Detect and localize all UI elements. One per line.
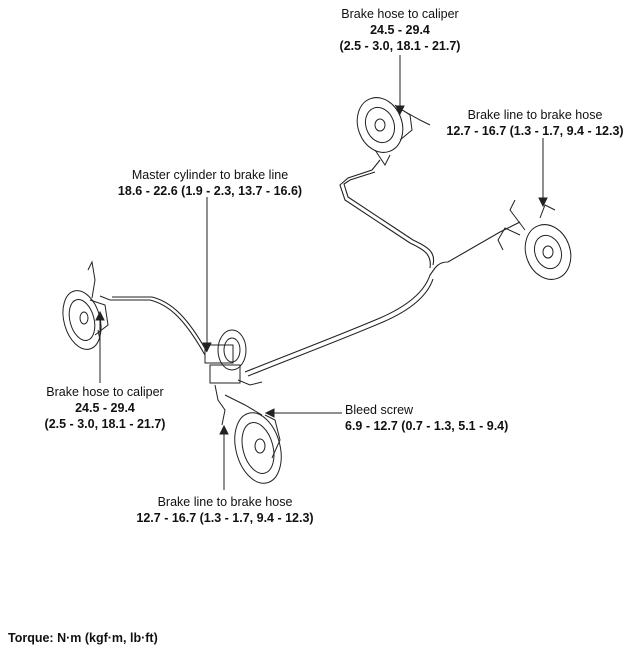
callout-title: Brake line to brake hose bbox=[467, 108, 603, 122]
callout-torque: 6.9 - 12.7 (0.7 - 1.3, 5.1 - 9.4) bbox=[345, 419, 509, 433]
callout-torque-alt: (2.5 - 3.0, 18.1 - 21.7) bbox=[44, 417, 166, 431]
callout-front-left-hose: Brake hose to caliper 24.5 - 29.4 (2.5 -… bbox=[10, 384, 200, 432]
callout-torque-alt: (2.5 - 3.0, 18.1 - 21.7) bbox=[339, 39, 461, 53]
callout-title: Master cylinder to brake line bbox=[131, 168, 289, 182]
rear-right-brake-assembly bbox=[497, 199, 572, 280]
callout-front-right-line: Brake line to brake hose 12.7 - 16.7 (1.… bbox=[120, 494, 330, 526]
callout-torque: 12.7 - 16.7 (1.3 - 1.7, 9.4 - 12.3) bbox=[136, 511, 314, 525]
callout-title: Brake hose to caliper bbox=[46, 385, 164, 399]
master-cylinder-assembly bbox=[204, 329, 263, 426]
callout-title: Brake hose to caliper bbox=[341, 7, 459, 21]
brake-line-main bbox=[244, 221, 521, 373]
brake-line-rear-cross bbox=[339, 159, 431, 269]
callout-torque: 18.6 - 22.6 (1.9 - 2.3, 13.7 - 16.6) bbox=[117, 184, 303, 198]
brake-line-front-left-2 bbox=[112, 296, 208, 353]
callout-rear-left-hose: Brake hose to caliper 24.5 - 29.4 (2.5 -… bbox=[300, 6, 500, 54]
brake-line-front-left bbox=[99, 295, 206, 356]
callout-bleed-screw: Bleed screw 6.9 - 12.7 (0.7 - 1.3, 5.1 -… bbox=[345, 402, 508, 434]
torque-units-note: Torque: N·m (kgf·m, lb·ft) bbox=[8, 631, 158, 645]
callout-torque: 12.7 - 16.7 (1.3 - 1.7, 9.4 - 12.3) bbox=[446, 124, 624, 138]
callout-title: Bleed screw bbox=[345, 403, 414, 417]
rear-left-brake-assembly bbox=[356, 97, 431, 166]
front-right-brake-disc bbox=[234, 412, 282, 484]
callout-rear-right-line: Brake line to brake hose 12.7 - 16.7 (1.… bbox=[430, 107, 640, 139]
callout-master-cylinder: Master cylinder to brake line 18.6 - 22.… bbox=[110, 167, 310, 199]
brake-line-rear-cross-2 bbox=[343, 171, 435, 266]
callout-title: Brake line to brake hose bbox=[157, 495, 293, 509]
callout-torque: 24.5 - 29.4 bbox=[75, 401, 135, 415]
callout-torque: 24.5 - 29.4 bbox=[370, 23, 430, 37]
brake-line-main-parallel bbox=[247, 278, 434, 377]
